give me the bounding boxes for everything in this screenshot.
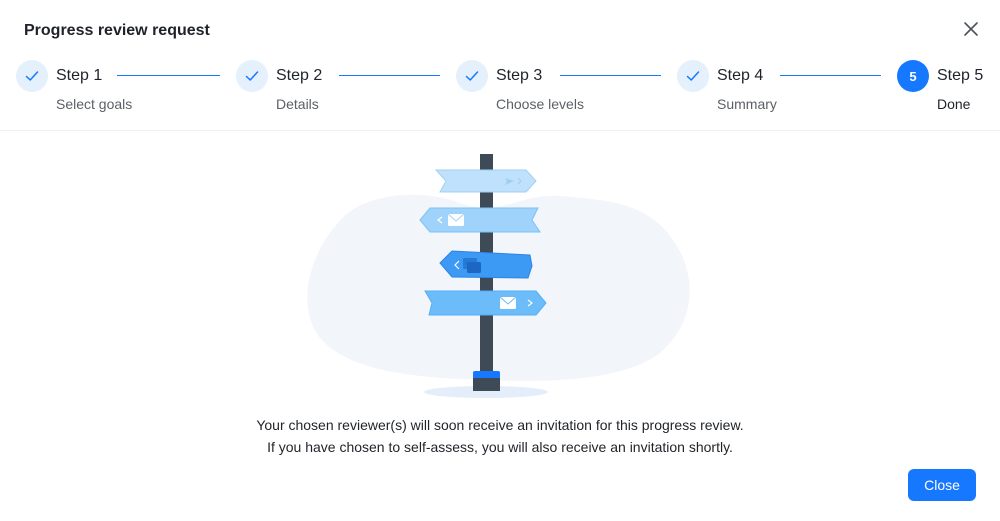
signpost-illustration: [300, 148, 700, 403]
confirmation-message: Your chosen reviewer(s) will soon receiv…: [0, 414, 1000, 458]
step-title: Step 4: [717, 67, 764, 84]
step-title: Step 1: [56, 67, 103, 84]
check-icon: [236, 60, 268, 92]
step-description: Choose levels: [496, 96, 584, 112]
step-connector: [560, 75, 661, 76]
step-title: Step 3: [496, 67, 543, 84]
check-icon: [456, 60, 488, 92]
close-icon[interactable]: [960, 18, 982, 40]
step-description: Select goals: [56, 96, 133, 112]
step-connector: [780, 75, 881, 76]
step-title: Step 2: [276, 67, 323, 84]
check-icon: [677, 60, 709, 92]
check-icon: [16, 60, 48, 92]
step-description: Summary: [717, 96, 777, 112]
step-title: Step 5: [937, 67, 984, 84]
header-divider: [0, 130, 1000, 131]
stepper: Step 1 Select goals Step 2 Details Step …: [0, 58, 1000, 130]
step-description: Done: [937, 96, 971, 112]
message-line: If you have chosen to self-assess, you w…: [267, 439, 733, 455]
step-number-badge: 5: [897, 60, 929, 92]
step-connector: [117, 75, 220, 76]
step-description: Details: [276, 96, 319, 112]
step-connector: [339, 75, 440, 76]
message-line: Your chosen reviewer(s) will soon receiv…: [256, 417, 744, 433]
close-button[interactable]: Close: [908, 469, 976, 501]
dialog-title: Progress review request: [24, 22, 210, 39]
